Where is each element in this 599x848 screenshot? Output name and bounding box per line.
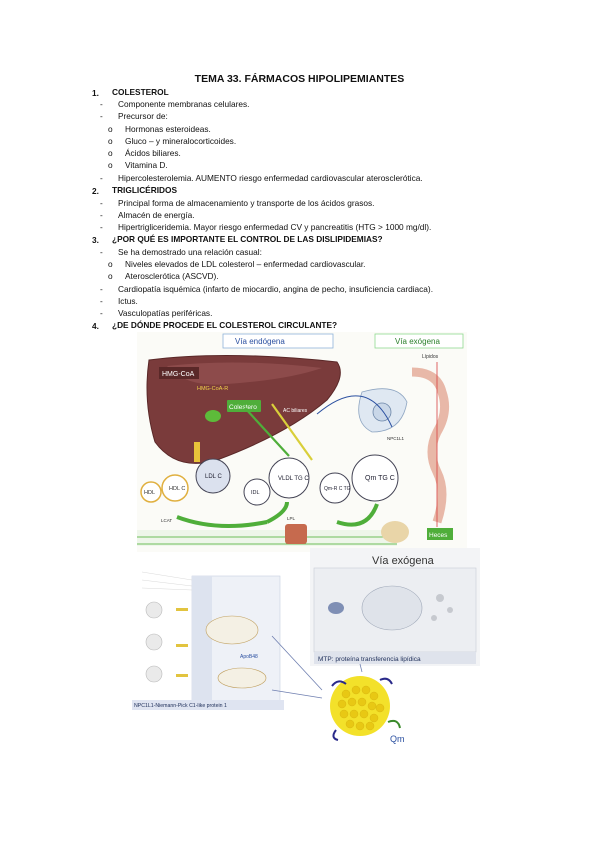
chylomicron-figure: Qm [318, 666, 418, 746]
via-exogena-figure: Vía exógena MTP: proteína transferencia … [310, 548, 480, 666]
section-4-number: 4. [92, 321, 99, 331]
idl-label: IDL [251, 490, 260, 496]
qm-r-label: Qm-R C TG [324, 486, 351, 492]
sub-list-item: Niveles elevados de LDL colesterol – enf… [125, 259, 366, 269]
qm-label: Qm [390, 734, 405, 744]
page-title: TEMA 33. FÁRMACOS HIPOLIPEMIANTES [194, 73, 405, 85]
hdl-label: HDL [144, 490, 155, 496]
via-exogena-title: Vía exógena [372, 555, 435, 567]
list-item: Almacén de energía. [118, 210, 195, 220]
npc1l1-caption: NPC1L1-Niemann-Pick C1-like protein 1 [134, 703, 227, 709]
lpl-label: LPL [287, 516, 296, 521]
npc1l1-label: NPC1L1 [387, 436, 405, 441]
section-1-number: 1. [92, 88, 99, 98]
colesterol-label: Colestero [229, 404, 257, 411]
lcat-label: LCAT [161, 518, 172, 523]
qm-label: Qm TG C [365, 475, 395, 482]
list-item: Principal forma de almacenamiento y tran… [118, 198, 375, 208]
sub-list-item: Gluco – y mineralocorticoides. [125, 136, 237, 146]
lipidos-label: Lípidos [422, 354, 439, 360]
section-4-heading: ¿DE DÓNDE PROCEDE EL COLESTEROL CIRCULAN… [112, 320, 338, 330]
list-item: Componente membranas celulares. [118, 99, 250, 109]
sub-list-item: Hormonas esteroideas. [125, 124, 211, 134]
list-item: Precursor de: [118, 111, 168, 121]
section-3-heading: ¿POR QUÉ ES IMPORTANTE EL CONTROL DE LAS… [112, 234, 383, 244]
via-endogena-label: Vía endógena [235, 337, 285, 346]
hmg-coa-r-label: HMG-CoA-R [197, 386, 228, 392]
chylomicron-diagram: Qm [318, 666, 418, 746]
list-item: Vasculopatías periféricas. [118, 308, 213, 318]
lipoprotein-pathway-figure: Vía endógena Vía exógena HMG-CoA HMG-CoA… [137, 332, 467, 552]
section-2-number: 2. [92, 186, 99, 196]
vldl-label: VLDL TG C [278, 476, 309, 482]
ac-biliares-label: AC biliares [283, 408, 308, 414]
sub-list-item: Aterosclerótica (ASCVD). [125, 271, 219, 281]
sub-list-item: Vitamina D. [125, 160, 168, 170]
list-item: Se ha demostrado una relación casual: [118, 247, 262, 257]
enterocyte-diagram: ApoB48 NPC1L1-Niemann-Pick C1-like prote… [132, 560, 284, 710]
section-3-number: 3. [92, 235, 99, 245]
via-exogena-diagram: Vía exógena MTP: proteína transferencia … [310, 548, 480, 666]
via-exogena-label: Vía exógena [395, 337, 440, 346]
enterocyte-figure: ApoB48 NPC1L1-Niemann-Pick C1-like prote… [132, 560, 284, 710]
apob48-label: ApoB48 [240, 654, 258, 660]
list-item: Ictus. [118, 296, 138, 306]
section-2-heading: TRIGLICÉRIDOS [112, 185, 177, 195]
ldl-c-label: LDL C [205, 474, 222, 480]
lipoprotein-pathway-diagram: Vía endógena Vía exógena HMG-CoA HMG-CoA… [137, 332, 467, 552]
list-item: Cardiopatía isquémica (infarto de miocar… [118, 284, 433, 294]
heces-label: Heces [429, 532, 448, 539]
list-item: Hipercolesterolemia. AUMENTO riesgo enfe… [118, 173, 423, 183]
hdl-c-label: HDL C [169, 486, 185, 492]
sub-list-item: Ácidos biliares. [125, 148, 181, 158]
list-item: Hipertrigliceridemia. Mayor riesgo enfer… [118, 222, 432, 232]
hmg-coa-label: HMG-CoA [162, 371, 195, 378]
mtp-caption: MTP: proteína transferencia lipídica [318, 656, 421, 663]
section-1-heading: COLESTEROL [112, 87, 169, 97]
